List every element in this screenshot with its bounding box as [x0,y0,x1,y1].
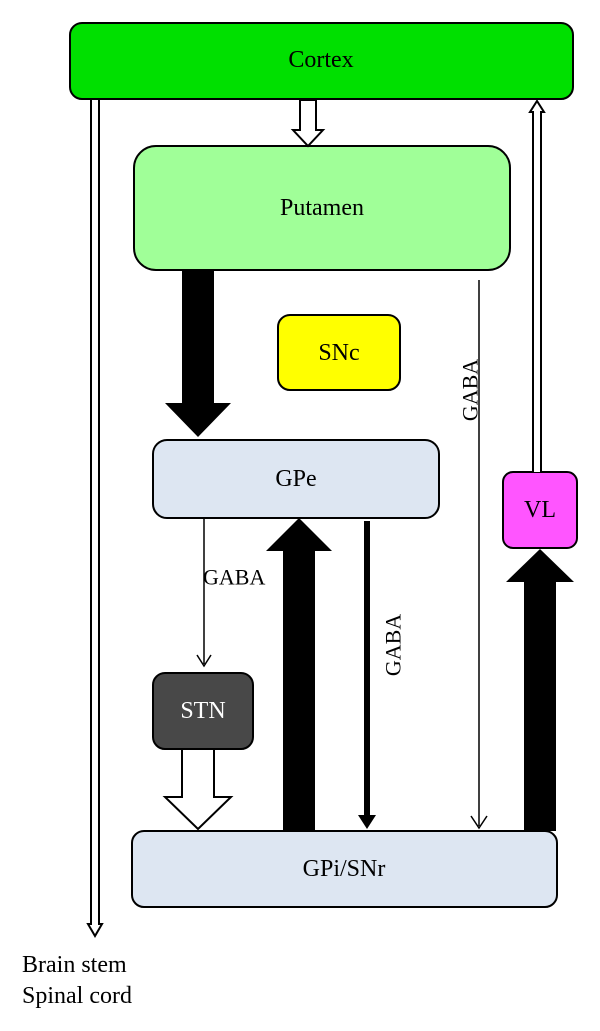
gpi-snr-box [131,830,558,908]
gpi-to-vl-arrow [506,549,574,831]
cortex-box [69,22,574,100]
snc-label: SNc [318,340,359,366]
putamen-label: Putamen [280,195,364,221]
gpi-snr-label: GPi/SNr [303,856,386,882]
putamen-to-gpi-label: GABA [458,359,483,421]
putamen-box [133,145,511,271]
stn-label: STN [180,698,225,724]
gpe-to-stn-arrow [196,518,212,668]
output-line-brain-stem: Brain stem [22,952,127,978]
vl-label: VL [524,497,556,523]
gpi-to-gpe-arrow [266,518,332,831]
output-line-spinal-cord: Spinal cord [22,983,132,1009]
cortex-to-putamen-arrow [290,99,326,148]
stn-to-gpi-arrow [162,748,234,831]
putamen-to-gpi-arrow [470,280,488,830]
putamen-to-gpe-arrow [165,270,231,437]
stn-node: STN [152,672,254,750]
cortex-label: Cortex [288,47,353,73]
gpe-to-stn-label: GABA [203,565,265,590]
gpe-to-gpi-label: GABA [381,614,406,676]
gpe-label: GPe [275,466,316,492]
snc-node: SNc [277,314,401,391]
vl-to-cortex-arrow [528,99,546,472]
vl-node: VL [502,471,578,549]
cortex-to-brainstem-arrow [86,100,104,938]
snc-box [277,314,401,391]
gpe-to-gpi-arrow [358,521,376,829]
gpi-snr-node: GPi/SNr [131,830,558,908]
gpe-box [152,439,440,519]
cortex-node: Cortex [69,22,574,100]
putamen-node: Putamen [133,145,511,271]
gpe-node: GPe [152,439,440,519]
